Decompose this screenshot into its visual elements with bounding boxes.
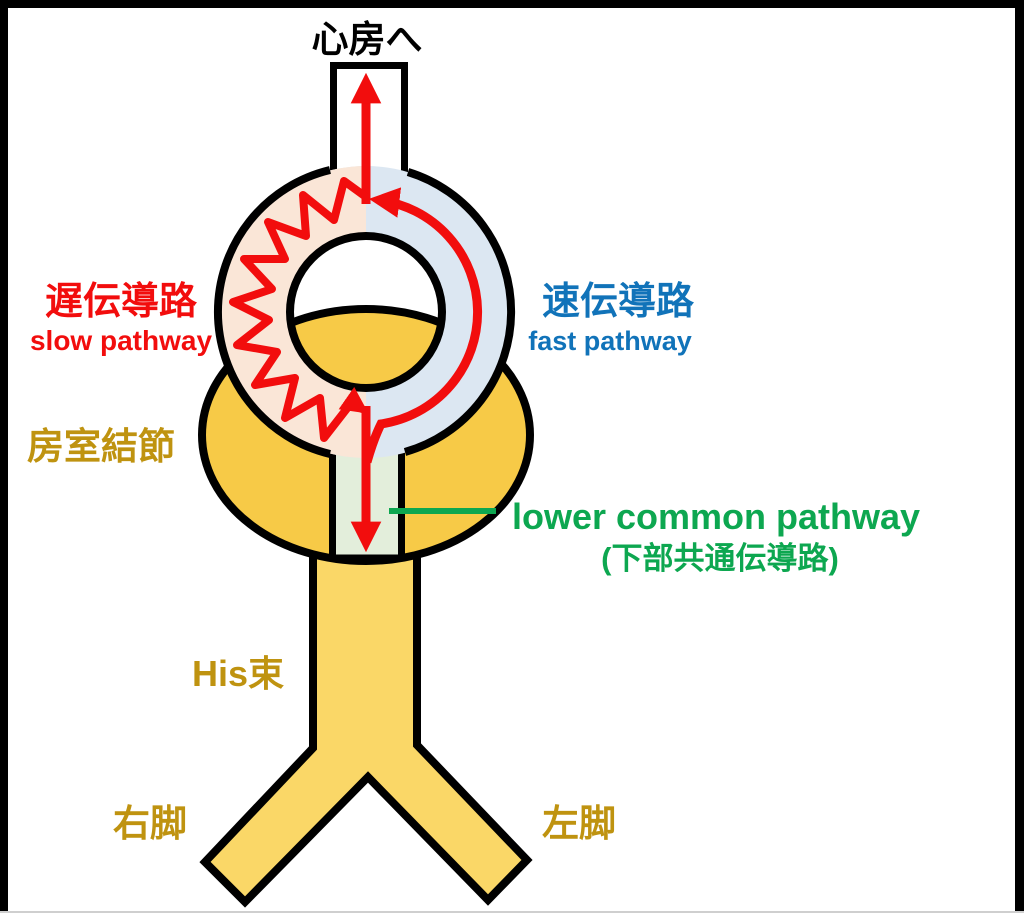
frame-top-border [0, 0, 1024, 8]
label-lower-common-pathway-en: lower common pathway [512, 496, 920, 537]
label-av-node: 房室結節 [27, 425, 175, 467]
frame-bottom-line [0, 911, 1024, 913]
label-fast-pathway-jp: 速伝導路 [542, 281, 695, 323]
label-his-bundle: His束 [192, 653, 284, 694]
frame-left-border [0, 0, 8, 911]
label-slow-pathway-jp: 遅伝導路 [45, 281, 198, 323]
label-fast-pathway-en: fast pathway [528, 326, 692, 356]
label-right-bundle: 右脚 [113, 803, 187, 844]
slow-pathway-zigzag-line [229, 177, 370, 442]
label-slow-pathway-en: slow pathway [30, 325, 212, 356]
frame-right-border [1015, 0, 1024, 911]
ring-outer-border-right [403, 168, 516, 456]
ring-outer-border-left [214, 166, 331, 458]
label-left-bundle: 左脚 [542, 803, 616, 844]
label-to-atrium: 心房へ [312, 19, 423, 60]
his-bundle-and-branches-shape [199, 536, 533, 908]
label-lower-common-pathway-jp: (下部共通伝導路) [601, 541, 839, 576]
fast-pathway-arc-line [362, 187, 483, 464]
